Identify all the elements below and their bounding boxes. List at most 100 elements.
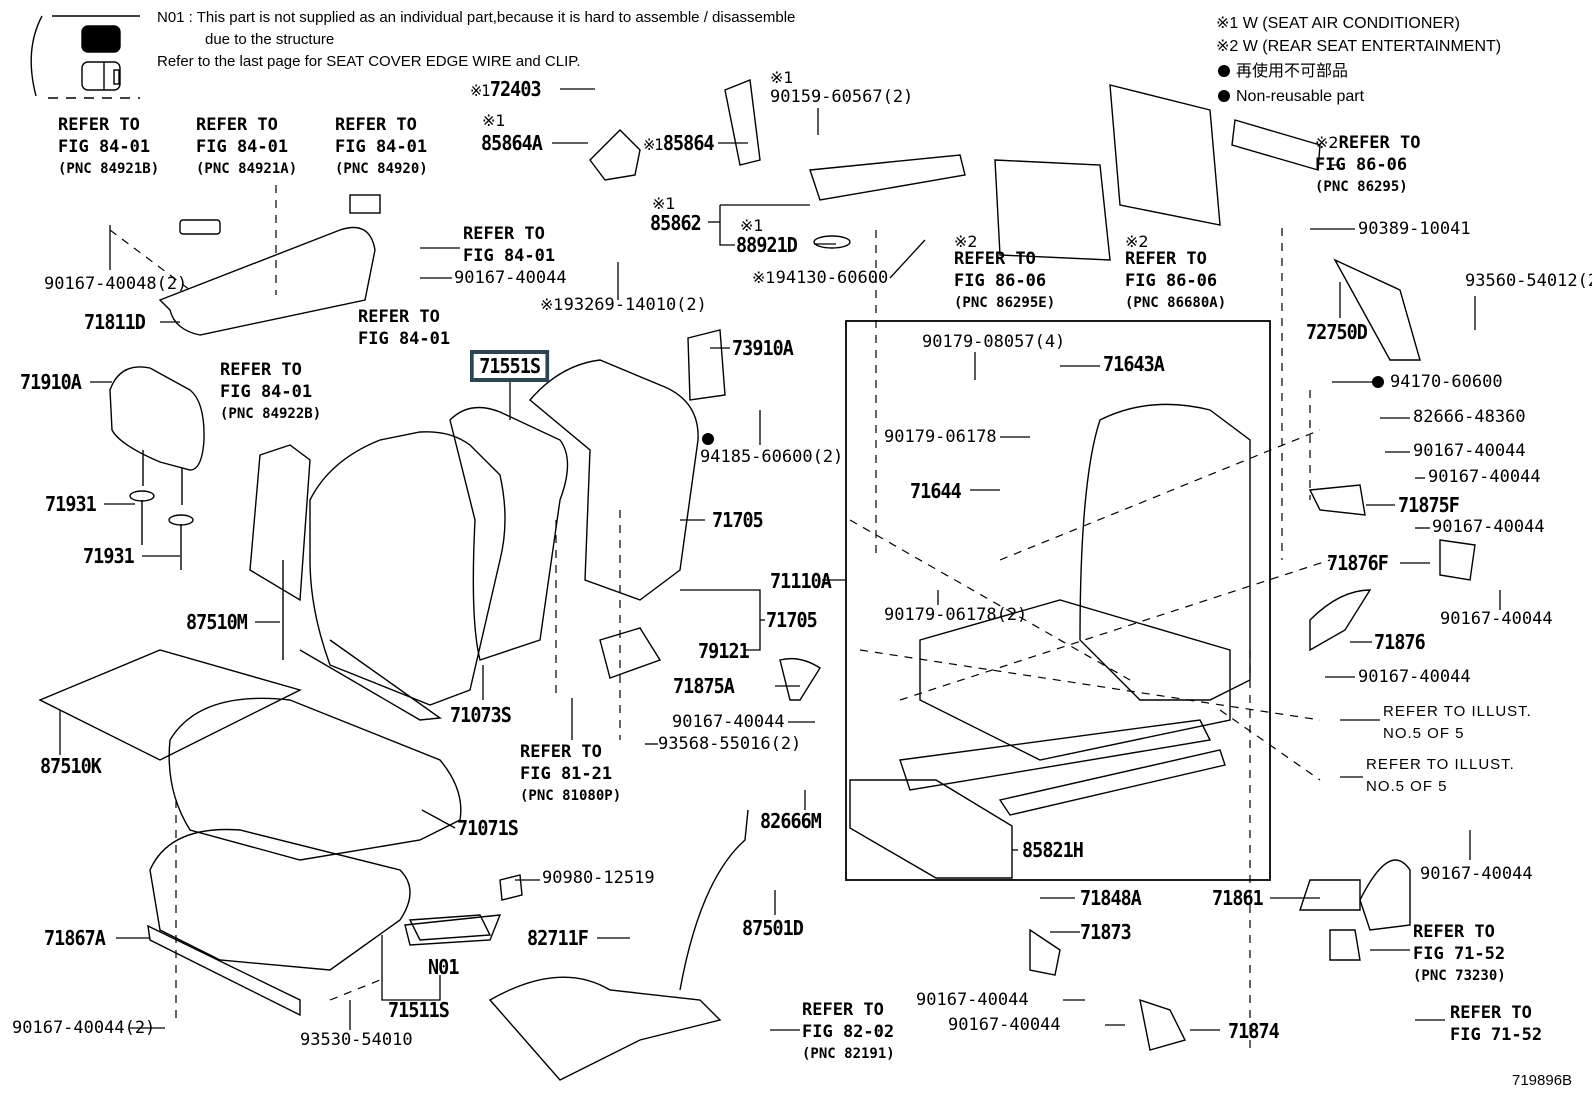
part-88921d-mark: ※1 [740, 216, 764, 235]
motor-sub-box [849, 779, 1013, 879]
part-71551s-highlighted[interactable]: 71551S [470, 350, 550, 382]
part-71861[interactable]: 71861 [1212, 886, 1264, 910]
part-90159-60567[interactable]: 90159-60567(2) [770, 87, 914, 107]
part-88921d[interactable]: 88921D [736, 233, 798, 257]
part-87510m[interactable]: 87510M [186, 610, 248, 634]
part-72403[interactable]: ※172403 [470, 77, 542, 101]
part-71874[interactable]: 71874 [1228, 1019, 1280, 1043]
part-82666m[interactable]: 82666M [760, 809, 822, 833]
headrest-illustration [109, 366, 205, 570]
part-85864[interactable]: ※185864 [643, 131, 715, 155]
part-71643a[interactable]: 71643A [1103, 352, 1165, 376]
part-90167-40044-right-a[interactable]: 90167-40044 [1413, 441, 1526, 461]
part-93269-14010[interactable]: ※193269-14010(2) [540, 295, 707, 315]
legend-jp-text: 再使用不可部品 [1236, 63, 1349, 80]
note-edge-wire: Refer to the last page for SEAT COVER ED… [157, 53, 581, 70]
part-87501d[interactable]: 87501D [742, 916, 804, 940]
part-90167-40044-bottom-b[interactable]: 90167-40044 [948, 1015, 1061, 1035]
part-90179-06178[interactable]: 90179-06178 [884, 427, 997, 447]
part-94185-60600[interactable]: 94185-60600(2) [700, 447, 844, 467]
note-n01: N01 : This part is not supplied as an in… [157, 9, 796, 26]
part-71873[interactable]: 71873 [1080, 920, 1132, 944]
part-71910a[interactable]: 71910A [20, 370, 82, 394]
part-94170-60600[interactable]: 94170-60600 [1372, 374, 1503, 391]
legend-en-text: Non-reusable part [1236, 88, 1365, 105]
part-71876[interactable]: 71876 [1374, 630, 1426, 654]
part-71931-lower[interactable]: 71931 [83, 544, 135, 568]
part-71848a[interactable]: 71848A [1080, 886, 1142, 910]
legend-non-reusable-en: Non-reusable part [1218, 86, 1364, 108]
seat-frame-illustration [899, 403, 1251, 816]
part-90167-40044-2[interactable]: 90167-40044(2) [12, 1018, 156, 1038]
part-87510k[interactable]: 87510K [40, 754, 102, 778]
part-94130-60600[interactable]: ※194130-60600 [752, 268, 889, 288]
part-n01[interactable]: N01 [428, 955, 459, 979]
non-reusable-dot-icon [1372, 376, 1384, 388]
part-90167-40044-right-b[interactable]: 90167-40044 [1428, 467, 1541, 487]
seatback-cover-illustration [249, 359, 699, 721]
part-90179-06178-2[interactable]: 90179-06178(2) [884, 605, 1028, 625]
part-71071s[interactable]: 71071S [457, 816, 519, 840]
part-85862[interactable]: 85862 [650, 211, 702, 235]
guide-lines [109, 185, 1331, 1050]
part-93560-54012[interactable]: 93560-54012(2) [1465, 271, 1592, 291]
part-90167-40044-top[interactable]: 90167-40044 [454, 268, 567, 288]
filled-dot-icon [1218, 65, 1230, 77]
part-71705-lower[interactable]: 71705 [766, 608, 818, 632]
part-71705-upper[interactable]: 71705 [712, 508, 764, 532]
part-85821h[interactable]: 85821H [1022, 838, 1084, 862]
part-90167-40048[interactable]: 90167-40048(2) [44, 274, 188, 294]
filled-dot-icon [1218, 90, 1230, 102]
part-90167-40044-right-f[interactable]: 90167-40044 [1420, 864, 1533, 884]
part-90167-40044-right-d[interactable]: 90167-40044 [1440, 609, 1553, 629]
part-93568-55016[interactable]: 93568-55016(2) [658, 734, 802, 754]
part-85864a[interactable]: 85864A [481, 131, 543, 155]
part-90980-12519[interactable]: 90980-12519 [542, 868, 655, 888]
refer-illust-a[interactable]: REFER TO ILLUST.NO.5 OF 5 [1383, 703, 1532, 742]
part-71875a[interactable]: 71875A [673, 674, 735, 698]
refer-86295e-mark: ※2 [954, 232, 978, 251]
part-90167-40044-bottom-a[interactable]: 90167-40044 [916, 990, 1029, 1010]
part-71110a[interactable]: 71110A [770, 569, 832, 593]
part-90179-08057[interactable]: 90179-08057(4) [922, 332, 1066, 352]
part-71073s[interactable]: 71073S [450, 703, 512, 727]
part-71876f[interactable]: 71876F [1327, 551, 1389, 575]
part-71511s[interactable]: 71511S [388, 998, 450, 1022]
part-90389-10041[interactable]: 90389-10041 [1358, 219, 1471, 239]
part-93530-54010[interactable]: 93530-54010 [300, 1030, 413, 1050]
legend-mark-2: ※2 W (REAR SEAT ENTERTAINMENT) [1216, 38, 1502, 55]
part-73910a[interactable]: 73910A [732, 336, 794, 360]
part-72750d[interactable]: 72750D [1306, 320, 1368, 344]
figure-number: 719896B [1512, 1072, 1573, 1089]
part-71811d[interactable]: 71811D [84, 310, 146, 334]
part-82711f[interactable]: 82711F [527, 926, 589, 950]
part-82666-48360[interactable]: 82666-48360 [1413, 407, 1526, 427]
part-90167-40044-right-c[interactable]: 90167-40044 [1432, 517, 1545, 537]
part-79121[interactable]: 79121 [698, 639, 750, 663]
part-71644[interactable]: 71644 [910, 479, 962, 503]
part-71867a[interactable]: 71867A [44, 926, 106, 950]
refer-illust-b[interactable]: REFER TO ILLUST.NO.5 OF 5 [1366, 756, 1515, 795]
note-n01-continuation: due to the structure [205, 31, 335, 48]
part-71875f[interactable]: 71875F [1398, 493, 1460, 517]
part-71931-upper[interactable]: 71931 [45, 492, 97, 516]
part-90167-40044-mid[interactable]: 90167-40044 [672, 712, 785, 732]
frame-assembly-box [845, 320, 1271, 881]
part-90167-40044-right-e[interactable]: 90167-40044 [1358, 667, 1471, 687]
refer-86680a-mark: ※2 [1125, 232, 1149, 251]
